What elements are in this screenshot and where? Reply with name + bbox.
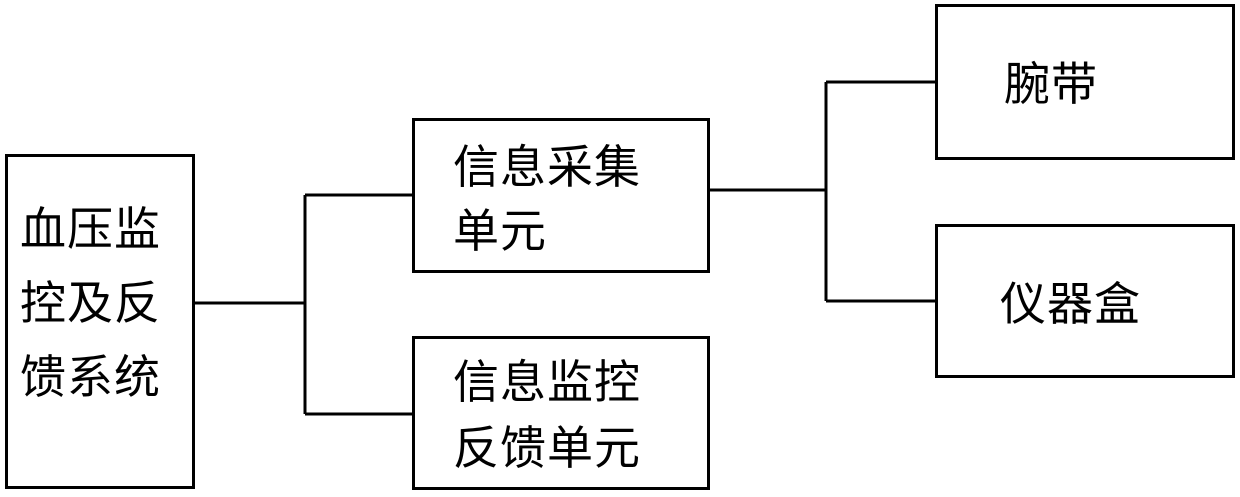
node-label-wristband: 腕带 — [1004, 55, 1098, 113]
node-label-device-box: 仪器盒 — [1000, 275, 1141, 333]
node-wristband: 腕带 — [935, 4, 1235, 160]
node-info-collection-unit: 信息采集 单元 — [412, 118, 710, 273]
node-label-info-collection-unit: 信息采集 单元 — [453, 135, 641, 263]
node-label-bp-monitoring-system: 血压监 控及反 馈系统 — [20, 192, 161, 414]
node-device-box: 仪器盒 — [935, 224, 1235, 378]
node-info-feedback-unit: 信息监控 反馈单元 — [412, 336, 710, 490]
node-label-info-feedback-unit: 信息监控 反馈单元 — [453, 349, 641, 481]
node-bp-monitoring-system: 血压监 控及反 馈系统 — [5, 154, 195, 489]
